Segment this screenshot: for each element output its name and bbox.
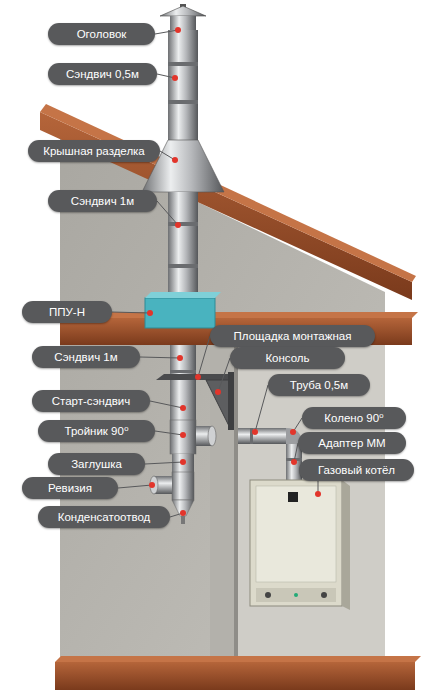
tee-90 <box>170 420 196 454</box>
label-text: ППУ-Н <box>49 306 85 318</box>
callout-label: Тройник 90⁰ <box>38 420 155 442</box>
boiler-window <box>288 492 298 502</box>
callout-label: Крышная разделка <box>28 140 160 162</box>
label-text: Сэндвич 1м <box>71 195 134 207</box>
revision-tee <box>172 472 194 500</box>
label-text: Консоль <box>265 352 309 364</box>
sandwich-pipe <box>170 345 196 423</box>
callout-label: Консоль <box>230 347 345 369</box>
callout-label: Заглушка <box>48 453 145 475</box>
tee-plug <box>208 426 216 446</box>
drain-spout <box>181 516 185 524</box>
boiler-knob <box>265 592 271 598</box>
cap-cone <box>160 6 206 16</box>
label-text: Заглушка <box>71 458 122 470</box>
callout-label: Сэндвич 1м <box>32 346 140 368</box>
label-text: Площадка монтажная <box>234 330 352 342</box>
label-text: Газовый котёл <box>318 464 395 476</box>
label-text: Конденсатоотвод <box>58 511 151 523</box>
ppu-box <box>145 298 215 328</box>
callout-label: Площадка монтажная <box>210 325 375 347</box>
callout-label: Сэндвич 0,5м <box>48 63 157 85</box>
roof-top <box>40 104 416 282</box>
label-text: Старт-сэндвич <box>52 395 130 407</box>
pipe-joint <box>168 222 198 226</box>
callout-label: Сэндвич 1м <box>48 190 157 212</box>
floor-top <box>55 656 421 662</box>
boiler-panel <box>256 486 336 582</box>
sandwich-pipe <box>168 30 198 142</box>
pipe-joint <box>170 370 196 373</box>
partition-edge <box>234 345 238 663</box>
label-text: Сэндвич 1м <box>54 351 117 363</box>
pipe-joint <box>168 62 198 66</box>
leader-lines <box>112 30 318 517</box>
leader-dots <box>147 27 321 516</box>
callout-label: Адаптер ММ <box>298 432 406 454</box>
label-text: Тройник 90⁰ <box>65 424 129 438</box>
callout-label: Труба 0,5м <box>268 374 370 396</box>
cap-body <box>170 16 196 30</box>
ceiling-top <box>60 312 418 318</box>
pipe-joint <box>168 100 198 104</box>
label-text: Труба 0,5м <box>290 379 348 391</box>
sandwich-pipe <box>168 192 198 302</box>
boiler-side <box>342 480 350 610</box>
callout-label: Оголовок <box>48 23 155 45</box>
callout-label: Колено 90⁰ <box>302 407 406 429</box>
pipe-joint <box>168 264 198 268</box>
callout-label: Ревизия <box>22 477 118 499</box>
label-text: Колено 90⁰ <box>324 411 383 425</box>
label-text: Сэндвич 0,5м <box>66 68 139 80</box>
condensate-drain <box>172 500 194 516</box>
boiler-knob <box>321 592 327 598</box>
ppu-top <box>145 292 221 298</box>
console-plate <box>228 372 234 430</box>
label-text: Адаптер ММ <box>318 437 385 449</box>
callout-label: Старт-сэндвич <box>32 390 150 412</box>
boiler-led <box>294 593 298 597</box>
callout-label: ППУ-Н <box>22 301 112 323</box>
gas-boiler <box>250 480 342 606</box>
wall-console <box>206 380 230 428</box>
room-wall <box>238 345 385 663</box>
label-text: Оголовок <box>77 28 127 40</box>
flue-pipe <box>238 428 286 444</box>
revision-cap <box>150 476 158 494</box>
boiler-controls <box>256 588 336 602</box>
label-text: Ревизия <box>48 482 92 494</box>
callout-label: Конденсатоотвод <box>38 506 170 528</box>
label-text: Крышная разделка <box>43 145 145 157</box>
callout-label: Газовый котёл <box>299 459 414 481</box>
floor-slab <box>55 662 415 690</box>
pipe <box>172 454 194 472</box>
